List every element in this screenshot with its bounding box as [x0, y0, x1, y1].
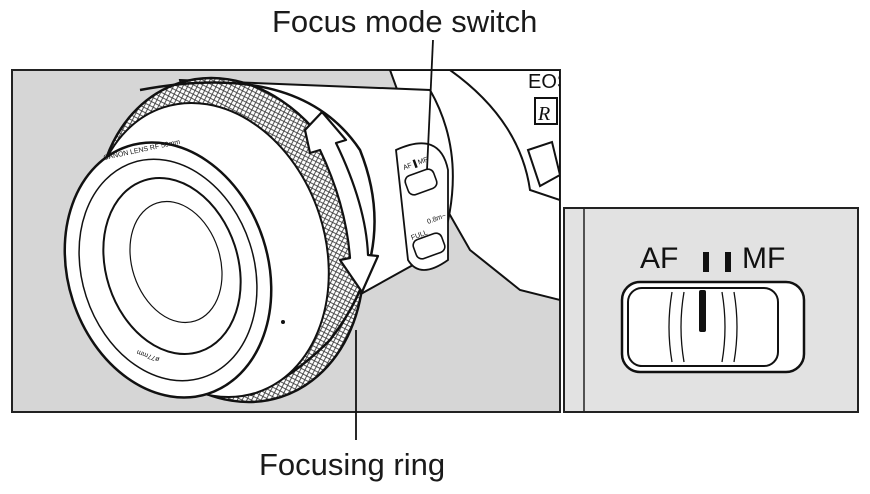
mf-label: MF	[742, 242, 785, 275]
rotation-arrow-icon	[303, 110, 380, 294]
lens-front: CANON LENS RF 50mm ø77mm	[63, 139, 285, 399]
slider-grip-ridges	[668, 291, 738, 363]
camera-logo: EOS	[528, 71, 570, 93]
small-distance-limiter-switch[interactable]	[411, 231, 446, 260]
switch-inset: AF MF	[563, 207, 859, 413]
mf-detent-mark	[725, 252, 731, 272]
lens-switch-panel: AF▐ MF 0.8m~ FULL	[395, 142, 449, 271]
af-detent-mark	[703, 252, 709, 272]
focus-mode-switch-callout: Focus mode switch	[272, 4, 538, 39]
focusing-ring-callout: Focusing ring	[259, 447, 446, 482]
af-label: AF	[640, 242, 678, 275]
mount-index-dot	[281, 320, 285, 324]
mount-badge: R	[537, 103, 550, 125]
slider-indicator	[699, 290, 706, 332]
small-focus-mode-switch[interactable]	[403, 167, 438, 196]
mount-badge-frame	[534, 97, 558, 125]
camera-grip-button	[526, 140, 560, 188]
focus-mode-switch-leader-line	[426, 39, 434, 171]
focus-mode-slider[interactable]	[620, 280, 806, 374]
front-glass	[102, 177, 242, 355]
